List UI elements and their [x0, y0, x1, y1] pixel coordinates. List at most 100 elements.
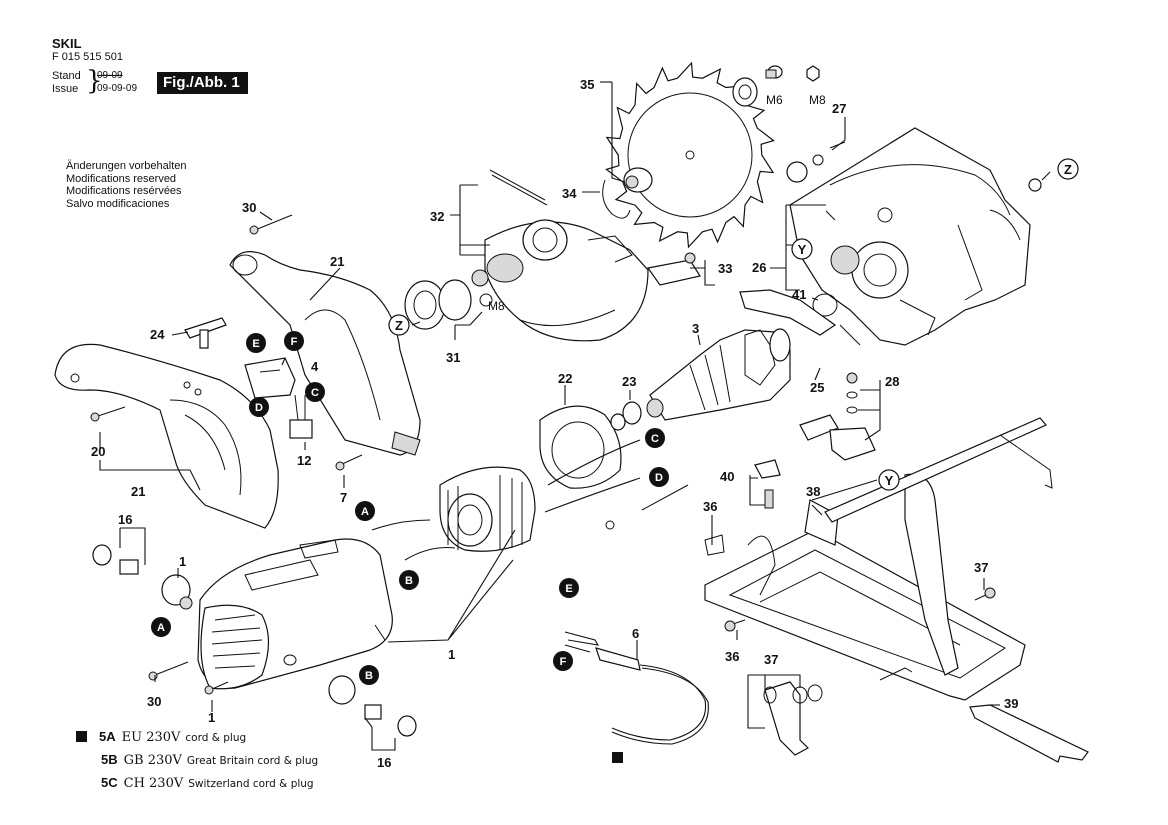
part-label: 34 — [562, 186, 577, 201]
fan-baffle — [539, 401, 642, 489]
svg-text:Y: Y — [885, 473, 894, 488]
svg-text:Z: Z — [395, 318, 403, 333]
part-label: 6 — [632, 626, 639, 641]
svg-text:B: B — [365, 670, 373, 682]
connection-callouts: A A B B C C D D E E F F Y Y Z Z — [151, 158, 1079, 685]
callout-f-2: F — [553, 651, 573, 671]
part-label: 1 — [179, 554, 186, 569]
stand-label: Stand — [52, 70, 81, 82]
callout-z-1: Z — [1057, 158, 1079, 180]
depth-lever-40 — [754, 459, 781, 509]
part-label: 31 — [446, 350, 460, 365]
svg-text:D: D — [655, 472, 663, 484]
upper-blade-guard — [789, 127, 1031, 346]
callout-c-2: C — [645, 428, 665, 448]
part-label: 7 — [340, 490, 347, 505]
brush-holders — [92, 544, 417, 737]
rear-handle — [54, 343, 279, 529]
legend-row-5b: 5B GB 230V Great Britain cord & plug — [76, 749, 318, 772]
part-label: 33 — [718, 261, 732, 276]
callout-y-2: Y — [878, 469, 900, 491]
armature — [646, 328, 791, 421]
callout-d-1: D — [249, 397, 269, 417]
power-cord — [564, 631, 709, 763]
callout-b-1: B — [399, 570, 419, 590]
part-label: 40 — [720, 469, 734, 484]
parallel-guide — [824, 417, 1053, 523]
callout-z-2: Z — [388, 314, 410, 336]
switch-4 — [244, 357, 313, 439]
callout-a-2: A — [151, 617, 171, 637]
part-label: 23 — [622, 374, 636, 389]
part-label: 38 — [806, 484, 820, 499]
svg-text:E: E — [565, 583, 572, 595]
legend-description: cord & plug — [185, 732, 247, 744]
part-label: 37 — [764, 652, 778, 667]
svg-text:F: F — [560, 656, 567, 668]
brace-glyph: } — [86, 66, 103, 96]
svg-text:A: A — [157, 622, 165, 634]
callout-y-1: Y — [791, 238, 813, 260]
callout-e-1: E — [246, 333, 266, 353]
note-de: Änderungen vorbehalten — [66, 160, 187, 172]
legend-voltage: GB 230V — [123, 753, 182, 768]
blade-flange-parts — [602, 65, 820, 219]
brand-name: SKIL — [52, 36, 82, 51]
wing-nut-37 — [763, 681, 823, 756]
part-label: 24 — [150, 327, 165, 342]
part-label: 20 — [91, 444, 105, 459]
part-label: 1 — [208, 710, 215, 725]
legend-code: 5A — [99, 729, 116, 744]
part-label: 22 — [558, 371, 572, 386]
issue-label: Issue — [52, 83, 79, 95]
callout-f-1: F — [284, 331, 304, 351]
part-label: 25 — [810, 380, 824, 395]
note-en: Modifications reserved — [66, 172, 177, 185]
issue-date: 09-09-09 — [97, 83, 138, 94]
wires — [371, 439, 641, 561]
part-number-labels: 1 1 1 3 4 6 7 12 16 16 20 21 21 22 23 24… — [91, 77, 1018, 770]
square-marker-icon — [76, 731, 87, 742]
part-label: 36 — [725, 649, 739, 664]
note-fr: Modifications resérvées — [66, 185, 182, 197]
legend-code: 5B — [101, 752, 118, 767]
angle-bracket-28 — [799, 372, 876, 461]
legend-description: Great Britain cord & plug — [186, 755, 319, 767]
cord-marker-square — [612, 752, 623, 763]
part-label: 26 — [752, 260, 766, 275]
guard-spring-41 — [739, 289, 861, 346]
part-label: 16 — [118, 512, 132, 527]
part-label: 30 — [147, 694, 161, 709]
part-label: 30 — [242, 200, 256, 215]
part-label: 32 — [430, 209, 444, 224]
svg-text:F: F — [291, 336, 298, 348]
part-label: 41 — [792, 287, 806, 302]
callout-b-2: B — [359, 665, 379, 685]
legend-description: Switzerland cord & plug — [188, 778, 314, 790]
leader-lines — [99, 81, 1051, 751]
svg-text:A: A — [361, 506, 369, 518]
saw-blade — [605, 61, 775, 249]
svg-text:E: E — [252, 338, 259, 350]
stator-field — [439, 466, 536, 552]
part-label: 1 — [448, 647, 455, 662]
callout-d-2: D — [649, 467, 669, 487]
part-label: 39 — [1004, 696, 1018, 711]
svg-text:C: C — [311, 387, 319, 399]
fastener-label: M8 — [488, 299, 505, 313]
handle-housing — [229, 251, 421, 456]
cable-clip-24 — [184, 317, 227, 349]
part-number: F 015 515 501 — [52, 51, 123, 63]
part-label: 27 — [832, 101, 846, 116]
svg-text:Z: Z — [1064, 162, 1072, 177]
svg-text:D: D — [255, 402, 263, 414]
part-label: 16 — [377, 755, 391, 770]
legend-voltage: CH 230V — [123, 776, 184, 791]
callout-e-2: E — [559, 578, 579, 598]
part-label: 28 — [885, 374, 899, 389]
part-label: 12 — [297, 453, 311, 468]
modification-notes: Änderungen vorbehalten Modifications res… — [66, 160, 186, 210]
